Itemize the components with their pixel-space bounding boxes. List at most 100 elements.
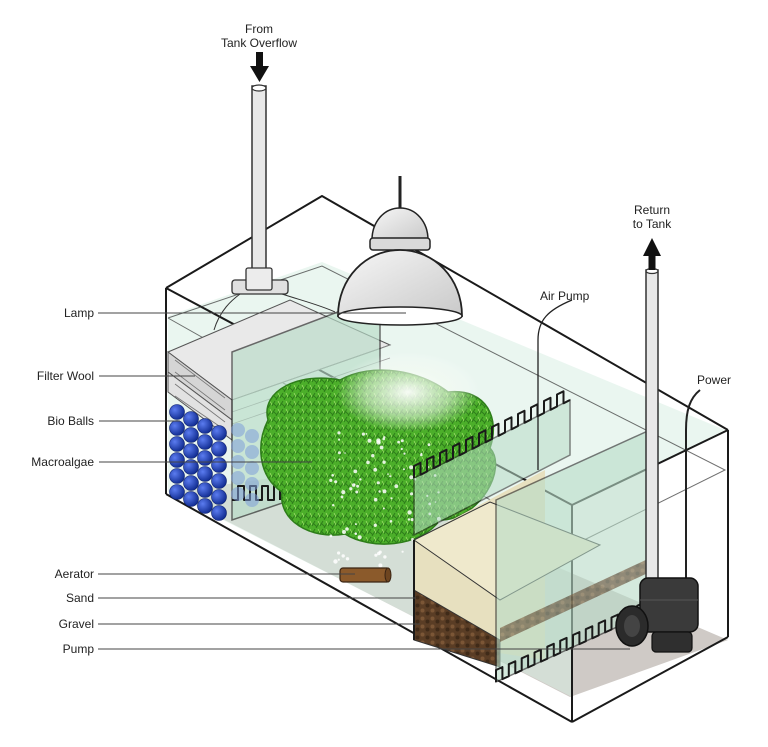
- bubble: [382, 437, 386, 441]
- bubble: [338, 458, 341, 461]
- bio-ball: [197, 482, 213, 498]
- arrow-down-icon: [250, 52, 269, 82]
- bubble: [401, 550, 404, 553]
- bubble: [397, 440, 400, 444]
- bubble: [338, 438, 341, 441]
- aerator-label: Aerator: [55, 567, 94, 581]
- gravel-strip: [500, 558, 650, 642]
- bubble: [373, 497, 378, 502]
- bio-ball: [211, 473, 227, 489]
- tank-front-bottom-edge: [165, 493, 573, 723]
- bubble: [382, 460, 386, 464]
- bubble: [382, 507, 385, 510]
- bubble: [376, 438, 381, 443]
- bio-ball: [183, 443, 199, 459]
- bubble: [409, 475, 414, 480]
- bubble: [400, 447, 403, 451]
- bubble: [373, 523, 377, 527]
- bubble: [341, 554, 345, 558]
- bubble: [407, 518, 411, 521]
- bubble: [365, 433, 368, 435]
- bubble: [376, 481, 380, 485]
- bio-ball: [245, 493, 259, 507]
- bubble: [345, 527, 349, 531]
- bio-ball: [231, 487, 245, 501]
- bio-ball: [245, 461, 259, 475]
- bubble: [356, 484, 360, 488]
- bio-ball: [245, 477, 259, 491]
- bubble: [374, 553, 378, 557]
- bubble: [344, 452, 346, 454]
- sand-label: Sand: [66, 591, 94, 605]
- bio-ball: [183, 475, 199, 491]
- bubble: [389, 520, 393, 523]
- bubble: [373, 467, 378, 472]
- bio-ball: [183, 411, 199, 427]
- bio-ball: [197, 466, 213, 482]
- bubble: [390, 497, 393, 500]
- gravel-label: Gravel: [59, 617, 94, 631]
- bubble: [402, 468, 405, 471]
- pump-label: Pump: [63, 642, 95, 656]
- bio-ball: [169, 404, 185, 420]
- bio-ball: [169, 468, 185, 484]
- bio-ball: [231, 439, 245, 453]
- bio-balls-label: Bio Balls: [47, 414, 94, 428]
- bio-ball: [211, 505, 227, 521]
- bubble: [382, 489, 387, 494]
- bio-ball: [183, 459, 199, 475]
- tank-back-edge: [165, 195, 729, 431]
- bubble: [400, 439, 404, 443]
- bubble: [333, 559, 338, 564]
- bio-ball: [211, 441, 227, 457]
- aerator-stone: [339, 567, 392, 583]
- bio-ball: [197, 450, 213, 466]
- bubble: [337, 451, 341, 455]
- power-label: Power: [697, 373, 731, 387]
- return-pipe: [645, 267, 659, 603]
- bubble: [407, 510, 412, 515]
- inflow-label-line1: From: [245, 22, 273, 36]
- baffle-middle: [413, 390, 571, 537]
- bubble: [367, 438, 372, 443]
- macroalgae-label: Macroalgae: [31, 455, 94, 469]
- bubble: [354, 532, 357, 535]
- bio-ball: [197, 434, 213, 450]
- bubble: [353, 483, 356, 486]
- inflow-label-line2: Tank Overflow: [221, 36, 297, 50]
- bio-ball: [211, 425, 227, 441]
- bubble: [331, 474, 335, 477]
- bubble: [377, 551, 381, 556]
- bubble: [354, 523, 357, 526]
- bubble: [337, 558, 340, 561]
- inflow-pipe: [213, 84, 336, 331]
- bubble: [329, 534, 333, 538]
- bubble: [379, 445, 384, 450]
- lamp-fixture: [337, 176, 463, 326]
- bubble: [329, 478, 333, 482]
- bubble: [345, 557, 350, 561]
- bubble: [394, 484, 399, 489]
- bubble: [403, 452, 406, 455]
- bubble: [410, 518, 414, 522]
- bubble: [427, 443, 431, 447]
- bubble: [378, 563, 383, 568]
- bio-ball: [211, 457, 227, 473]
- bubble: [353, 469, 358, 474]
- bio-ball: [169, 436, 185, 452]
- return-label-line1: Return: [634, 203, 670, 217]
- bio-ball: [183, 491, 199, 507]
- bio-ball: [245, 445, 259, 459]
- bubble: [342, 530, 346, 534]
- bubble: [427, 466, 430, 468]
- air-pump-label: Air Pump: [540, 289, 590, 303]
- bio-ball: [231, 423, 245, 437]
- bubble: [337, 551, 341, 555]
- arrow-up-icon: [643, 238, 661, 270]
- bubble: [357, 535, 362, 540]
- bubble: [378, 490, 381, 493]
- bio-ball: [169, 452, 185, 468]
- return-label-line2: to Tank: [633, 217, 672, 231]
- tank-right-bottom-edge-2: [571, 636, 729, 723]
